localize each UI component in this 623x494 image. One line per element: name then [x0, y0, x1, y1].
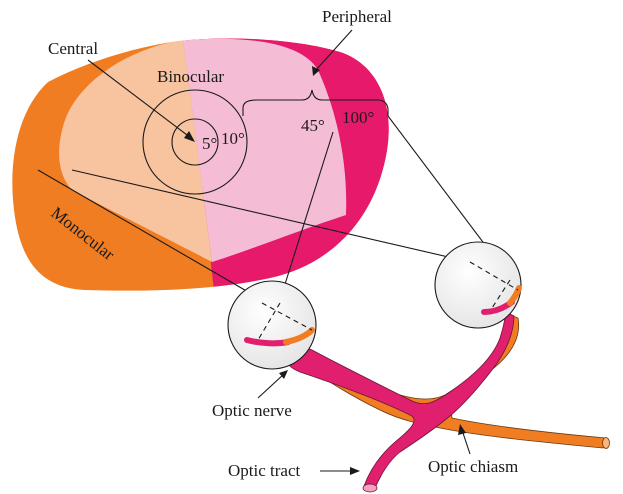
label-deg-100: 100°: [342, 108, 374, 127]
label-peripheral: Peripheral: [322, 7, 392, 26]
right-eye: [435, 242, 521, 328]
label-optic-chiasm: Optic chiasm: [428, 457, 518, 476]
label-binocular: Binocular: [157, 67, 224, 86]
label-optic-nerve: Optic nerve: [212, 401, 292, 420]
label-deg-10: 10°: [221, 129, 245, 148]
optic-nerve-pointer-line: [258, 374, 284, 398]
label-central: Central: [48, 39, 98, 58]
label-deg-45: 45°: [301, 116, 325, 135]
optic-tract-arrowhead: [350, 467, 360, 475]
left-eye: [228, 281, 316, 369]
right-tract-cut-end: [603, 438, 610, 449]
label-deg-5: 5°: [202, 134, 217, 153]
label-optic-tract: Optic tract: [228, 461, 300, 480]
right-eyeball: [435, 242, 521, 328]
left-retina-magenta: [247, 340, 288, 343]
optic-tract-cut-end: [363, 484, 377, 492]
